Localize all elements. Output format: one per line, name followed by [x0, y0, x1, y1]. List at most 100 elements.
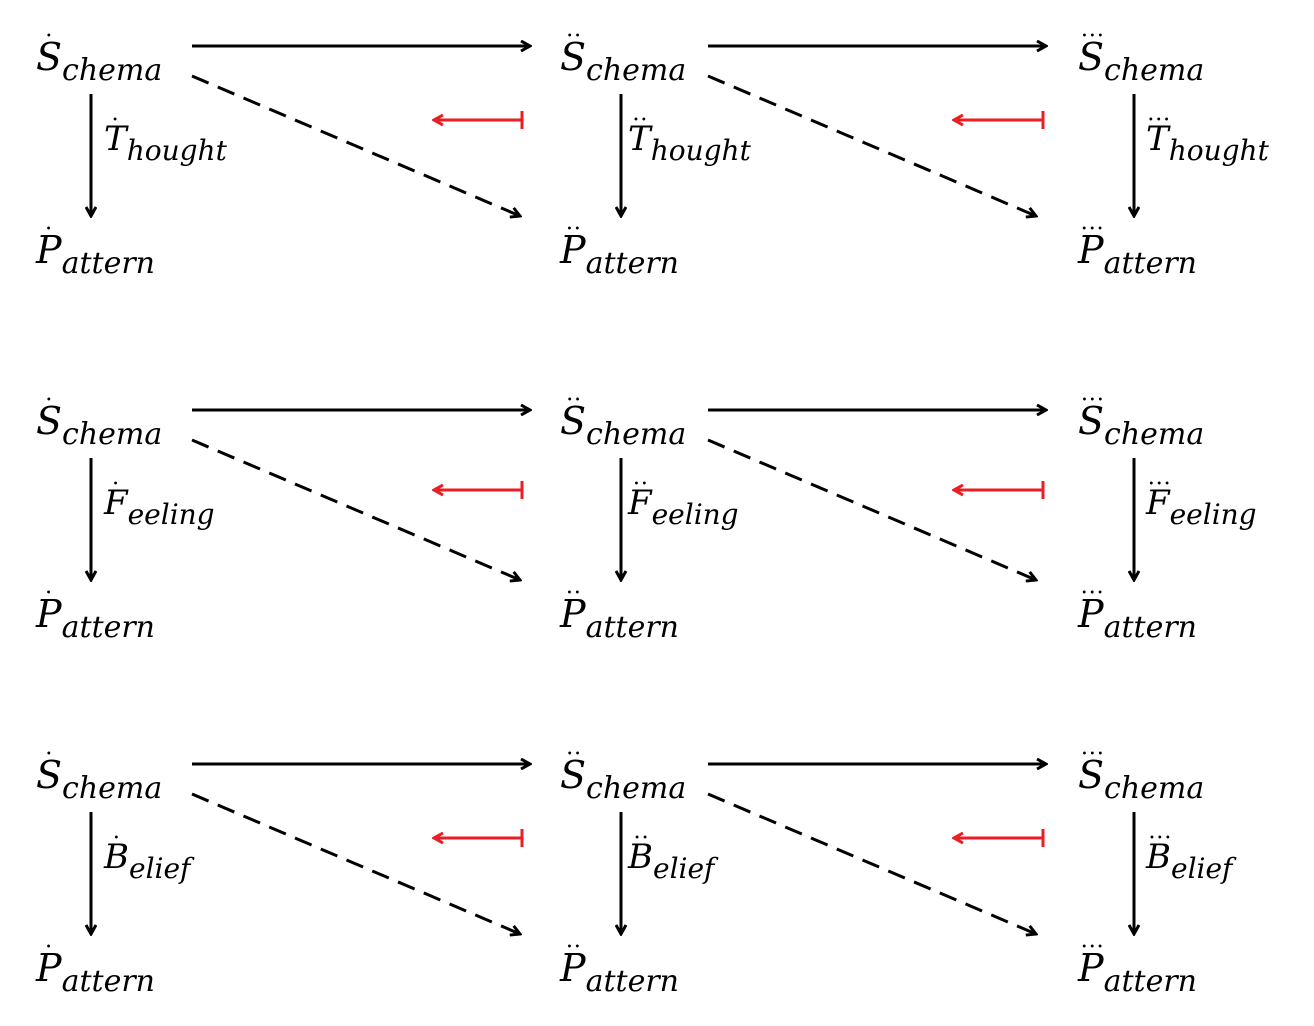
pattern-node: P••attern	[560, 943, 679, 997]
morphism-label-thought-base: T••	[628, 116, 651, 159]
morphism-label-feeling-base: F••	[628, 480, 652, 521]
pattern-node-letter: P	[560, 228, 586, 272]
schema-node-letter: S	[36, 399, 63, 443]
pattern-node: P•attern	[36, 589, 155, 643]
pattern-node-letter: P	[36, 228, 62, 272]
order-dots-accent: •••	[1081, 31, 1106, 42]
dashed-diagonal-arrow	[707, 74, 1036, 216]
schema-node-letter: S	[1078, 399, 1105, 443]
dashed-diagonal-arrow	[707, 438, 1036, 580]
schema-node: S••• chema	[1078, 32, 1204, 86]
pattern-node-subscript: attern	[1103, 610, 1197, 645]
order-dots-accent: ••	[633, 115, 649, 126]
pattern-node-base: P•••	[1078, 943, 1104, 990]
morphism-label-feeling: F••eeling	[628, 480, 739, 529]
morphism-label-feeling-letter: F	[104, 483, 128, 523]
pattern-node-letter: P	[560, 946, 586, 990]
pattern-node-subscript: attern	[585, 610, 679, 645]
dashed-diagonal-arrow	[191, 792, 520, 934]
pattern-node-base: P••	[560, 943, 586, 990]
morphism-label-thought-subscript: hought	[650, 134, 751, 167]
schema-node: S•chema	[36, 750, 162, 804]
morphism-label-thought-subscript: hought	[126, 134, 227, 167]
schema-node: S••chema	[560, 396, 686, 450]
pattern-node-subscript: attern	[61, 246, 155, 281]
dashed-diagonal-arrow	[707, 792, 1036, 934]
order-dots-accent: •	[112, 115, 121, 126]
schema-node-subscript: chema	[586, 53, 687, 88]
order-dots-accent: •••	[1081, 942, 1106, 953]
schema-node-base: S•	[36, 750, 63, 797]
pattern-node: P•••attern	[1078, 225, 1197, 279]
order-dots-accent: ••	[633, 479, 650, 490]
order-dots-accent: ••	[566, 749, 583, 760]
pattern-node-letter: P	[1078, 592, 1104, 636]
pattern-node-letter: P	[1078, 946, 1104, 990]
schema-node: S••chema	[560, 750, 686, 804]
morphism-label-belief-subscript: elief	[653, 852, 715, 885]
order-dots-accent: •••	[1147, 115, 1172, 126]
schema-node-letter: S	[36, 753, 63, 797]
schema-node: S••chema	[560, 32, 686, 86]
schema-node-letter: S	[36, 35, 63, 79]
pattern-node-letter: P	[1078, 228, 1104, 272]
schema-node: S•••chema	[1078, 750, 1204, 804]
schema-node-letter: S	[560, 753, 587, 797]
morphism-label-belief-base: B•	[104, 834, 129, 877]
pattern-node-letter: P	[560, 592, 586, 636]
morphism-label-belief-letter: B	[104, 837, 129, 877]
morphism-label-feeling-base: F•	[104, 480, 128, 523]
pattern-node-letter: P	[36, 592, 62, 636]
pattern-node-base: P•	[36, 943, 62, 988]
morphism-label-feeling-letter: F	[1146, 483, 1170, 523]
morphism-label-belief-letter: B	[628, 837, 653, 877]
schema-node-subscript: chema	[62, 771, 163, 806]
morphism-label-belief-subscript: elief	[129, 852, 191, 885]
pattern-node-subscript: attern	[1103, 964, 1197, 999]
morphism-label-feeling: F•eeling	[104, 480, 215, 529]
morphism-label-thought: T• hought	[104, 116, 227, 165]
order-dots-accent: ••	[566, 395, 583, 406]
pattern-node-subscript: attern	[61, 964, 155, 999]
order-dots-accent: •	[45, 395, 54, 406]
morphism-label-belief: B••• elief	[1146, 834, 1232, 883]
order-dots-accent: •	[45, 942, 54, 953]
dashed-diagonal-arrow	[191, 74, 520, 216]
pattern-node: P••attern	[560, 589, 679, 643]
pattern-node-subscript: attern	[585, 964, 679, 999]
pattern-node-base: P•	[36, 589, 62, 636]
schema-node-letter: S	[560, 399, 587, 443]
schema-node-subscript: chema	[1104, 53, 1205, 88]
order-dots-accent: •••	[1149, 833, 1173, 844]
morphism-label-thought-subscript: hought	[1168, 134, 1269, 167]
morphism-label-feeling: F•••eeling	[1146, 480, 1257, 529]
order-dots-accent: ••	[566, 224, 583, 235]
schema-node: S•••chema	[1078, 396, 1204, 450]
schema-node-base: S••	[560, 396, 587, 443]
schema-node-subscript: chema	[1104, 417, 1205, 452]
schema-node-subscript: chema	[62, 417, 163, 452]
morphism-label-belief: B••elief	[628, 834, 714, 883]
schema-node-subscript: chema	[586, 417, 687, 452]
pattern-node-base: P•••	[1078, 225, 1104, 272]
morphism-label-belief-letter: B	[1146, 837, 1171, 877]
morphism-label-thought-letter: T	[104, 119, 127, 159]
morphism-label-belief-subscript: elief	[1171, 852, 1233, 885]
schema-node-letter: S	[1078, 35, 1105, 79]
pattern-node: P•attern	[36, 225, 155, 279]
pattern-node-base: P•	[36, 225, 62, 272]
schema-node-subscript: chema	[62, 53, 163, 88]
morphism-label-feeling-base: F•••	[1146, 480, 1170, 523]
pattern-node: P•••attern	[1078, 943, 1197, 997]
dashed-diagonal-arrow	[191, 438, 520, 580]
order-dots-accent: ••	[566, 942, 583, 953]
morphism-label-belief-base: B••	[628, 834, 653, 877]
order-dots-accent: •••	[1081, 749, 1106, 760]
morphism-label-thought-letter: T	[628, 119, 651, 159]
pattern-node-base: P••	[560, 589, 586, 636]
order-dots-accent: •	[45, 224, 54, 235]
schema-node-letter: S	[560, 35, 587, 79]
pattern-node-subscript: attern	[61, 610, 155, 645]
